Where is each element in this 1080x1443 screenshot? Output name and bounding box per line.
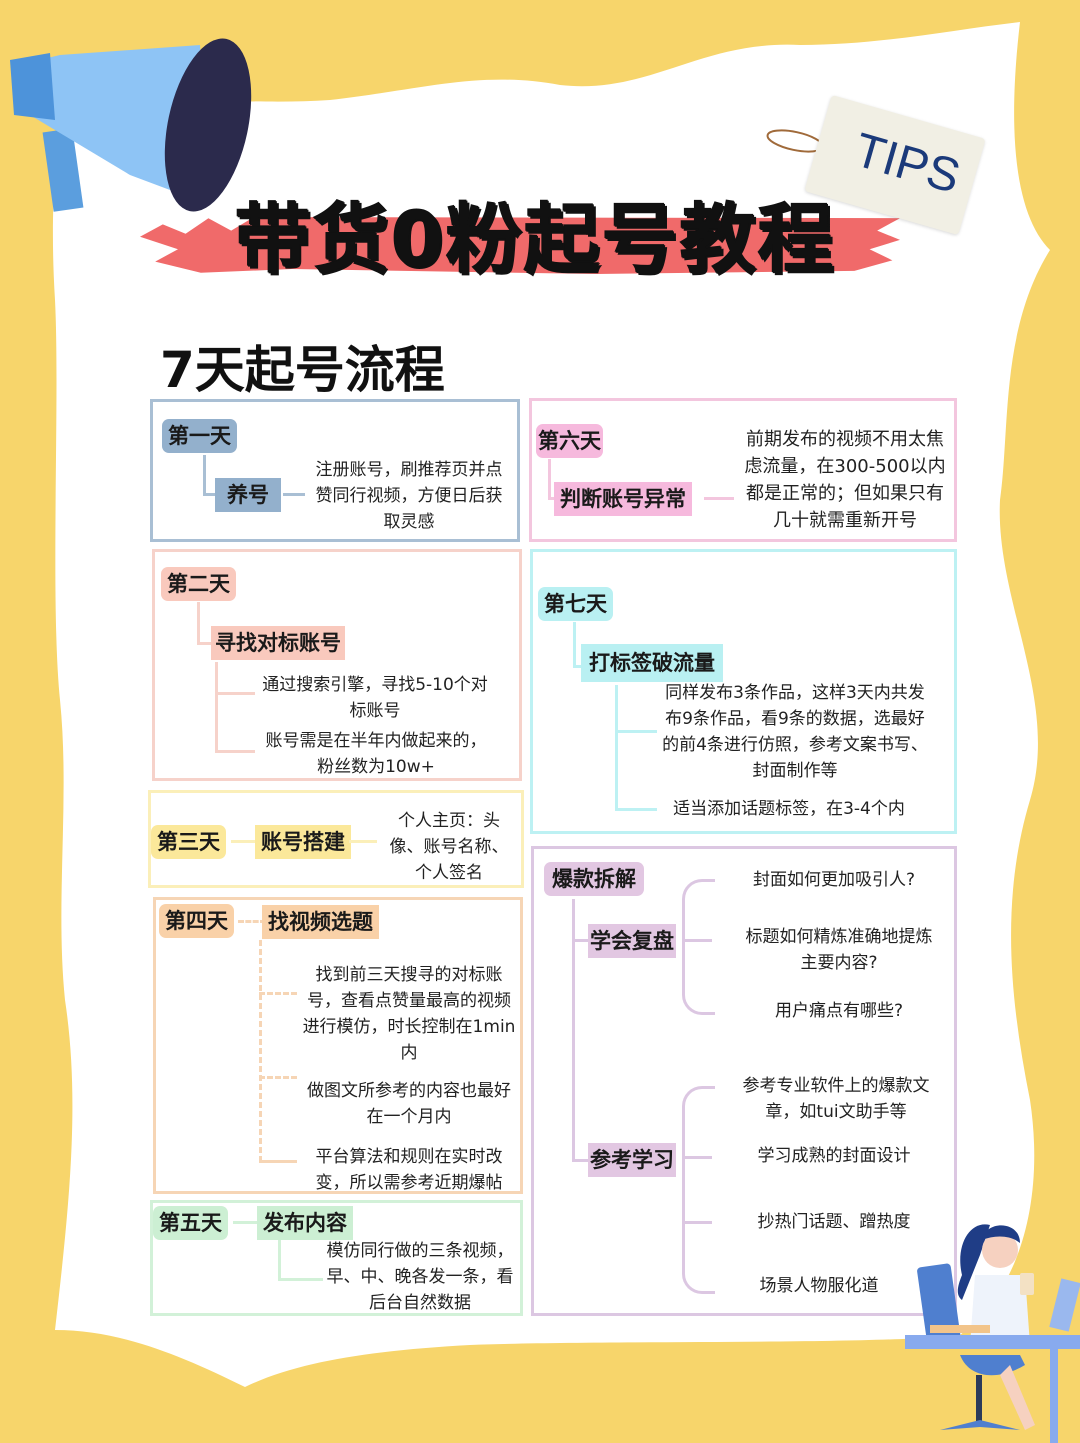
topic-label: 账号搭建 (255, 825, 351, 859)
woman-at-desk-illustration (905, 1224, 1080, 1443)
point-text: 平台算法和规则在实时改变，所以需参考近期爆帖 (315, 1147, 503, 1193)
topic-label: 判断账号异常 (554, 482, 692, 516)
day-label: 第六天 (536, 424, 603, 458)
day-label: 第五天 (153, 1206, 228, 1240)
day-label: 第二天 (161, 567, 236, 601)
topic-label: 养号 (215, 478, 281, 512)
topic-label: 寻找对标账号 (211, 626, 345, 660)
card-day-5: 第五天 发布内容 模仿同行做的三条视频，早、中、晚各发一条，看后台自然数据 (150, 1200, 523, 1316)
brush-stroke (140, 216, 900, 274)
point-text: 注册账号，刷推荐页并点赞同行视频，方便日后获取灵感 (315, 460, 503, 532)
day-label: 第三天 (151, 825, 226, 859)
breakdown-title: 爆款拆解 (544, 862, 644, 896)
topic-label: 找视频选题 (262, 905, 379, 939)
card-breakdown: 爆款拆解 学会复盘 封面如何更加吸引人? 标题如何精炼准确地提炼主要内容? 用户… (531, 846, 957, 1316)
day-label: 第一天 (162, 419, 237, 453)
card-day-4: 第四天 找视频选题 找到前三天搜寻的对标账号，查看点赞量最高的视频进行模仿，时长… (153, 897, 523, 1194)
point-text: 抄热门话题、蹭热度 (757, 1212, 911, 1232)
card-day-1: 第一天 养号 注册账号，刷推荐页并点赞同行视频，方便日后获取灵感 (150, 399, 520, 542)
point-text: 用户痛点有哪些? (774, 1001, 904, 1021)
day-label: 第七天 (538, 587, 613, 621)
topic-label: 发布内容 (257, 1206, 353, 1240)
point-text: 学习成熟的封面设计 (757, 1146, 911, 1166)
card-day-7: 第七天 打标签破流量 同样发布3条作品，这样3天内共发布9条作品，看9条的数据，… (530, 549, 957, 834)
point-text: 同样发布3条作品，这样3天内共发布9条作品，看9条的数据，选最好的前4条进行仿照… (662, 683, 928, 781)
point-text: 前期发布的视频不用太焦虑流量，在300-500以内都是正常的；但如果只有几十就需… (744, 429, 946, 531)
point-text: 账号需是在半年内做起来的，粉丝数为10w+ (265, 731, 487, 777)
megaphone-icon (10, 38, 252, 212)
point-text: 找到前三天搜寻的对标账号，查看点赞量最高的视频进行模仿，时长控制在1min内 (302, 965, 516, 1063)
section-heading: 7天起号流程 (160, 341, 445, 399)
card-day-2: 第二天 寻找对标账号 通过搜索引擎，寻找5-10个对标账号 账号需是在半年内做起… (152, 549, 522, 781)
tips-label: TIPS (848, 123, 966, 204)
point-text: 做图文所参考的内容也最好在一个月内 (307, 1081, 511, 1127)
day-label: 第四天 (159, 904, 234, 938)
card-day-3: 第三天 账号搭建 个人主页：头像、账号名称、个人签名 (148, 790, 524, 888)
point-text: 通过搜索引擎，寻找5-10个对标账号 (262, 675, 488, 721)
page-title: 带货0粉起号教程 (235, 195, 836, 284)
branch-label: 学会复盘 (588, 924, 676, 958)
branch-label: 参考学习 (588, 1143, 676, 1177)
title-banner: 带货0粉起号教程 (140, 190, 900, 290)
point-text: 个人主页：头像、账号名称、个人签名 (389, 811, 509, 883)
point-text: 参考专业软件上的爆款文章，如tui文助手等 (742, 1076, 930, 1122)
point-text: 场景人物服化道 (759, 1276, 879, 1296)
point-text: 标题如何精炼准确地提炼主要内容? (745, 927, 933, 973)
point-text: 模仿同行做的三条视频，早、中、晚各发一条，看后台自然数据 (326, 1241, 514, 1313)
point-text: 适当添加话题标签，在3-4个内 (673, 799, 905, 819)
point-text: 封面如何更加吸引人? (752, 870, 916, 890)
card-day-6: 第六天 判断账号异常 前期发布的视频不用太焦虑流量，在300-500以内都是正常… (529, 398, 957, 542)
topic-label: 打标签破流量 (581, 644, 723, 682)
